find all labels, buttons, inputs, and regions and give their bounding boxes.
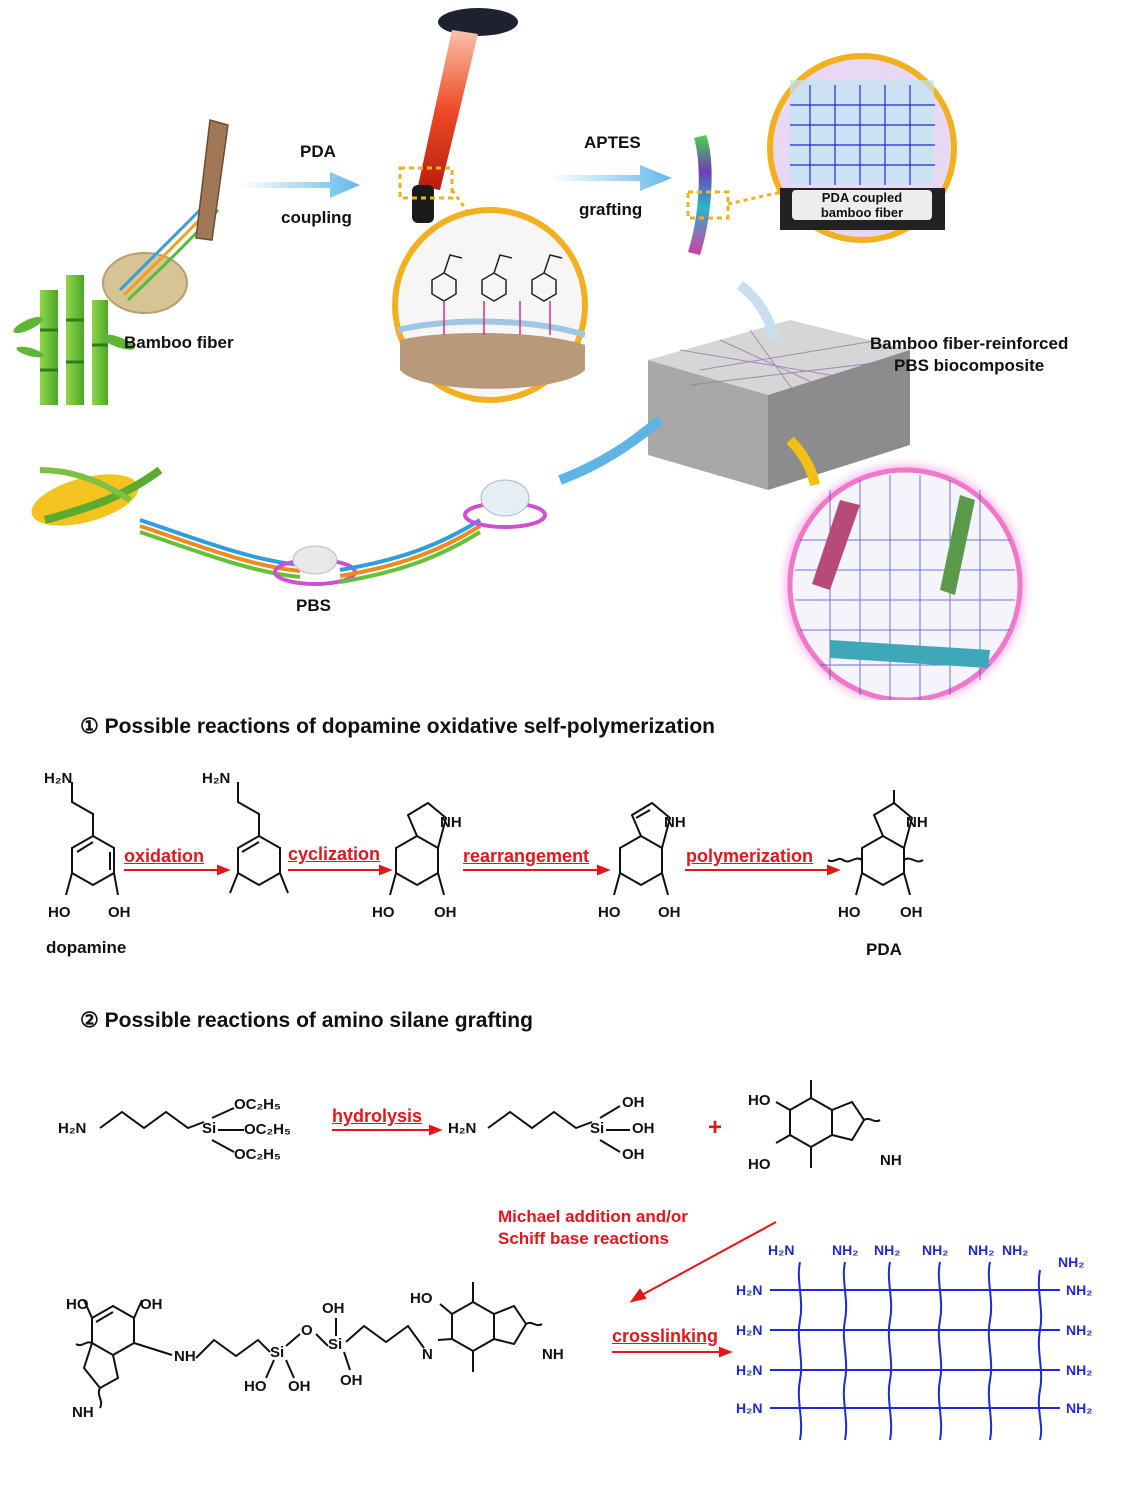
aptes-arrow-icon [550, 165, 672, 191]
aptes-oc2h5-3: OC₂H₅ [234, 1146, 281, 1163]
silanol-oh-1: OH [622, 1094, 645, 1111]
indole-ho-2: HO [748, 1156, 771, 1173]
aptes-label: APTES [584, 133, 641, 152]
pda-zoom-circle [392, 207, 588, 403]
net-nh2-top-4: NH₂ [968, 1242, 995, 1258]
net-h2n-left-3: H₂N [736, 1362, 763, 1378]
net-nh2-top-2: NH₂ [874, 1242, 901, 1258]
pda-label: PDA [300, 142, 336, 161]
product-nh-right: NH [542, 1346, 564, 1363]
hydrolysis-label: hydrolysis [332, 1106, 423, 1126]
net-h2n-left-2: H₂N [736, 1322, 763, 1338]
crosslinked-network-icon [770, 1261, 1060, 1441]
aptes-h2n: H₂N [58, 1120, 87, 1137]
silanol-si: Si [590, 1120, 605, 1137]
plus-sign: + [708, 1114, 723, 1141]
corn-icon [31, 466, 163, 526]
bamboo-plant-icon [13, 275, 136, 405]
net-h2n-left-1: H₂N [736, 1282, 763, 1298]
net-h2n-top-1: H₂N [768, 1242, 795, 1258]
net-nh2-top-3: NH₂ [922, 1242, 949, 1258]
product-o-bridge: O [301, 1322, 313, 1339]
pda-ho: HO [838, 904, 861, 921]
step-polymerization: polymerization [686, 846, 814, 866]
product-nh-linker: NH [174, 1348, 196, 1365]
michael-schiff-label: Michael addition and/or Schiff base reac… [498, 1207, 688, 1248]
pbs-pellet-icon [480, 479, 530, 517]
net-nh2-right-3: NH₂ [1066, 1362, 1093, 1378]
grafting-label: grafting [579, 200, 643, 219]
aptes-si: Si [202, 1120, 217, 1137]
net-nh2-top-5: NH₂ [1002, 1242, 1029, 1258]
composite-label-line1: Bamboo fiber-reinforced [870, 334, 1069, 353]
product-oh-si2-top: OH [322, 1300, 345, 1317]
pbs-label: PBS [296, 596, 331, 615]
product-ho-si1: HO [244, 1378, 267, 1395]
net-nh2-top-1: NH₂ [832, 1242, 859, 1258]
product-oh-si2: OH [340, 1372, 363, 1389]
section1-title: ① Possible reactions of dopamine oxidati… [80, 715, 715, 738]
product-oh-1: OH [140, 1296, 163, 1313]
dopamine-label: dopamine [46, 938, 127, 957]
section2-title: ② Possible reactions of amino silane gra… [80, 1009, 533, 1032]
aptes-grafted-fiber-icon [688, 135, 712, 255]
indoline-nh: NH [440, 814, 462, 831]
quinone-h2n: H₂N [202, 770, 231, 787]
net-nh2-right-1: NH₂ [1066, 1282, 1093, 1298]
indole-nh-right: NH [880, 1152, 902, 1169]
product-n-imine: N [422, 1346, 433, 1363]
net-nh2-right-4: NH₂ [1066, 1400, 1093, 1416]
pda-product-label: PDA [866, 940, 902, 959]
step-rearrangement: rearrangement [463, 846, 590, 866]
bamboo-stick-icon [195, 119, 229, 241]
indole-nh: NH [664, 814, 686, 831]
composite-zoom-circle [775, 455, 1035, 700]
composite-label-line2: PBS biocomposite [894, 356, 1045, 375]
indole-ho: HO [598, 904, 621, 921]
product-si-1: Si [270, 1344, 285, 1361]
silanol-oh-3: OH [622, 1146, 645, 1163]
product-oh-si1: OH [288, 1378, 311, 1395]
silanol-oh-2: OH [632, 1120, 655, 1137]
pda-nh: NH [906, 814, 928, 831]
net-h2n-left-4: H₂N [736, 1400, 763, 1416]
net-nh2-top-6: NH₂ [1058, 1254, 1085, 1270]
step-oxidation: oxidation [124, 846, 204, 866]
product-hn-left: NH [72, 1404, 94, 1421]
indoline-ho: HO [372, 904, 395, 921]
product-ho-right: HO [410, 1290, 433, 1307]
pbs-powder-icon [292, 545, 338, 575]
dopamine-ho: HO [48, 904, 71, 921]
net-nh2-right-2: NH₂ [1066, 1322, 1093, 1338]
indole-ho-1: HO [748, 1092, 771, 1109]
pda-oh: OH [900, 904, 923, 921]
crosslinking-label: crosslinking [612, 1326, 719, 1346]
aptes-oc2h5-1: OC₂H₅ [234, 1096, 281, 1113]
dopamine-h2n: H₂N [44, 770, 73, 787]
pda-arrow-icon [240, 172, 360, 198]
indole-oh: OH [658, 904, 681, 921]
silanol-h2n: H₂N [448, 1120, 477, 1137]
bamboo-fiber-label: Bamboo fiber [124, 333, 234, 352]
product-si-2: Si [328, 1336, 343, 1353]
coupling-label: coupling [281, 208, 352, 227]
process-illustration [13, 8, 1035, 700]
indoline-oh: OH [434, 904, 457, 921]
aptes-oc2h5-2: OC₂H₅ [244, 1121, 291, 1138]
mussel-icon [438, 8, 518, 36]
red-pda-fiber-icon [418, 30, 478, 190]
product-ho-1: HO [66, 1296, 89, 1313]
dopamine-oh: OH [108, 904, 131, 921]
step-cyclization: cyclization [288, 844, 381, 864]
